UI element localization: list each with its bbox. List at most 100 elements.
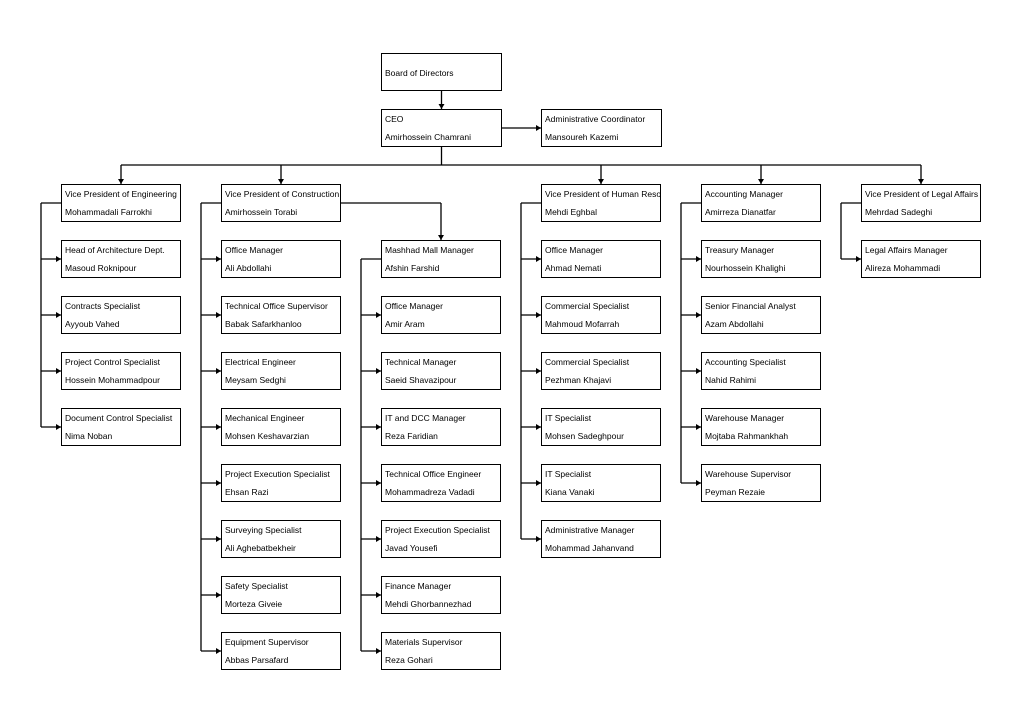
position-title: Surveying Specialist <box>225 525 302 535</box>
position-title: Mashhad Mall Manager <box>385 245 474 255</box>
arrowhead <box>216 536 221 542</box>
person-name: Mahmoud Mofarrah <box>545 319 620 329</box>
position-title: Technical Office Supervisor <box>225 301 328 311</box>
position-title: Electrical Engineer <box>225 357 296 367</box>
arrowhead <box>376 648 381 654</box>
person-name: Ehsan Razi <box>225 487 269 497</box>
person-name: Nima Noban <box>65 431 113 441</box>
position-title: Board of Directors <box>385 68 454 78</box>
position-title: Commercial Specialist <box>545 357 630 367</box>
person-name: Saeid Shavazipour <box>385 375 457 385</box>
position-title: Project Execution Specialist <box>385 525 490 535</box>
arrowhead <box>216 368 221 374</box>
position-title: Senior Financial Analyst <box>705 301 796 311</box>
arrowhead <box>536 480 541 486</box>
arrowhead <box>856 256 861 262</box>
position-title: IT Specialist <box>545 469 592 479</box>
arrowhead <box>536 312 541 318</box>
arrowhead <box>56 256 61 262</box>
position-title: Office Manager <box>545 245 603 255</box>
arrowhead <box>438 235 444 240</box>
position-title: Warehouse Manager <box>705 413 785 423</box>
arrowhead <box>696 368 701 374</box>
position-title: Project Execution Specialist <box>225 469 330 479</box>
person-name: Morteza Giveie <box>225 599 283 609</box>
person-name: Hossein Mohammadpour <box>65 375 160 385</box>
arrowhead <box>216 480 221 486</box>
position-title: Finance Manager <box>385 581 452 591</box>
person-name: Mohsen Keshavarzian <box>225 431 310 441</box>
person-name: Masoud Roknipour <box>65 263 137 273</box>
arrowhead <box>376 424 381 430</box>
position-title: Office Manager <box>225 245 283 255</box>
org-box-head-of-architecture-dept: Head of Architecture Dept.Masoud Roknipo… <box>61 240 181 278</box>
person-name: Amir Aram <box>385 319 425 329</box>
person-name: Amirhossein Torabi <box>225 207 298 217</box>
position-title: Project Control Specialist <box>65 357 160 367</box>
person-name: Mojtaba Rahmankhah <box>705 431 789 441</box>
arrowhead <box>696 424 701 430</box>
person-name: Kiana Vanaki <box>545 487 595 497</box>
arrowhead <box>438 104 445 109</box>
position-title: Safety Specialist <box>225 581 288 591</box>
arrowhead <box>278 179 284 184</box>
arrowhead <box>536 424 541 430</box>
arrowhead <box>56 368 61 374</box>
position-title: Equipment Supervisor <box>225 637 309 647</box>
arrowhead <box>376 312 381 318</box>
arrowhead <box>536 536 541 542</box>
arrowhead <box>56 312 61 318</box>
person-name: Meysam Sedghi <box>225 375 286 385</box>
arrowhead <box>376 368 381 374</box>
person-name: Azam Abdollahi <box>705 319 764 329</box>
person-name: Ahmad Nemati <box>545 263 602 273</box>
position-title: Technical Manager <box>385 357 457 367</box>
position-title: Document Control Specialist <box>65 413 173 423</box>
position-title: Vice President of Human Resources <box>545 189 661 199</box>
person-name: Mohsen Sadeghpour <box>545 431 624 441</box>
arrowhead <box>598 179 604 184</box>
position-title: IT Specialist <box>545 413 592 423</box>
org-box-board-of-directors: Board of Directors <box>381 53 502 91</box>
person-name: Mohammadali Farrokhi <box>65 207 152 217</box>
position-title: CEO <box>385 114 404 124</box>
arrowhead <box>536 125 541 131</box>
position-title: Mechanical Engineer <box>225 413 305 423</box>
person-name: Amirreza Dianatfar <box>705 207 776 217</box>
position-title: Administrative Coordinator <box>545 114 646 124</box>
position-title: Technical Office Engineer <box>385 469 482 479</box>
arrowhead <box>216 648 221 654</box>
arrowhead <box>216 256 221 262</box>
position-title: Commercial Specialist <box>545 301 630 311</box>
arrowhead <box>376 480 381 486</box>
person-name: Babak Safarkhanloo <box>225 319 302 329</box>
person-name: Javad Yousefi <box>385 543 438 553</box>
position-title: Vice President of Legal Affairs <box>865 189 979 199</box>
position-title: IT and DCC Manager <box>385 413 466 423</box>
position-title: Accounting Manager <box>705 189 783 199</box>
position-title: Warehouse Supervisor <box>705 469 792 479</box>
person-name: Mohammadreza Vadadi <box>385 487 475 497</box>
